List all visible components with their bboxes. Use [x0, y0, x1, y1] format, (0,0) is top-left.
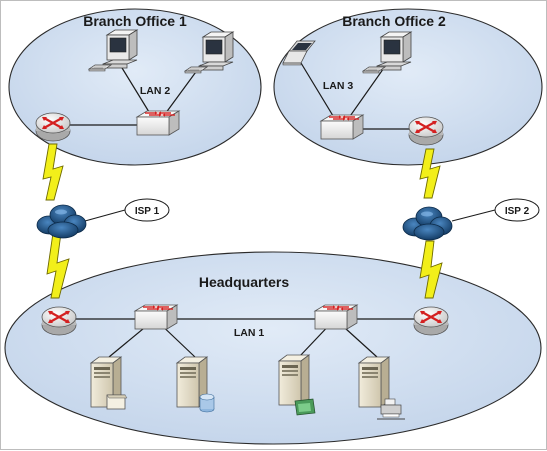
lan2-label: LAN 2	[140, 85, 170, 97]
isp2-label: ISP 2	[505, 206, 530, 217]
server-icon	[358, 356, 390, 408]
isp1-cloud-icon	[36, 204, 87, 239]
branch-office-1-region	[8, 8, 262, 166]
branch2-switch-icon	[320, 114, 364, 140]
isp2-callout: ISP 2	[494, 198, 540, 222]
branch1-router-icon	[34, 111, 72, 143]
branch-office-1-title: Branch Office 1	[83, 13, 187, 29]
isp-leaders	[84, 209, 496, 222]
isp1-callout: ISP 1	[124, 198, 170, 222]
hq-server-1	[90, 356, 128, 410]
wan-link-isp2-hq-icon	[419, 240, 443, 299]
branch1-switch-icon	[136, 110, 180, 136]
hq-switch-left-icon	[134, 304, 178, 330]
hq-router-isp1-icon	[40, 305, 78, 337]
hq-router-isp2-icon	[412, 305, 450, 337]
server-icon	[278, 354, 310, 406]
wan-link-isp1-branch1-icon	[42, 143, 64, 201]
hq-server-4	[358, 356, 405, 420]
headquarters-region	[4, 251, 542, 445]
lan3-label: LAN 3	[323, 80, 353, 92]
branch2-router-icon	[407, 115, 445, 147]
printer-icon	[377, 398, 405, 420]
wan-link-isp1-hq-icon	[46, 232, 70, 299]
hq-server-2	[176, 356, 215, 413]
isp2-cloud-icon	[402, 206, 453, 241]
hq-server-3	[278, 354, 316, 416]
lan1-label: LAN 1	[234, 327, 264, 339]
headquarters-title: Headquarters	[199, 274, 289, 290]
hq-switch-right-icon	[314, 304, 358, 330]
branch-office-2-title: Branch Office 2	[342, 13, 446, 29]
wan-link-isp2-branch2-icon	[419, 148, 441, 199]
isp1-label: ISP 1	[135, 206, 160, 217]
